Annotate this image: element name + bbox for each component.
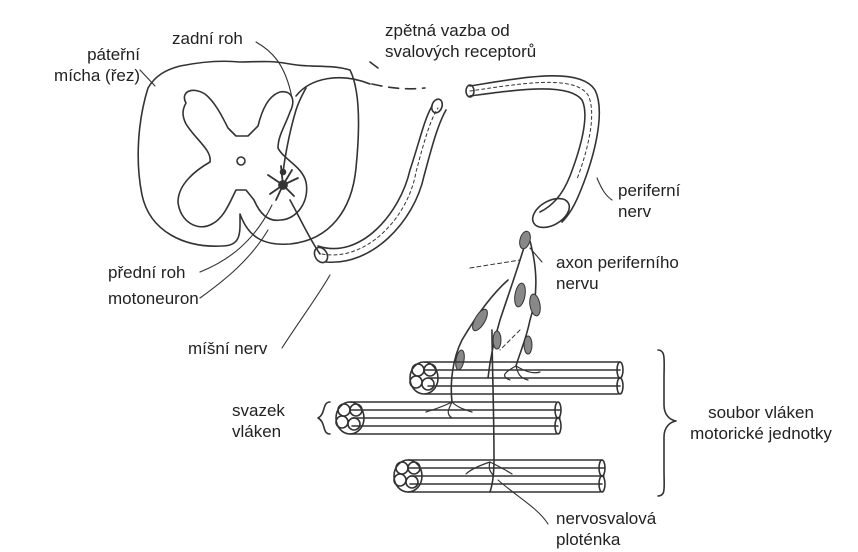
- label-spinal-nerve: míšní nerv: [188, 338, 267, 359]
- peripheral-nerve-cut: [528, 193, 575, 234]
- label-spinal-cord: páteřní mícha (řez): [30, 44, 140, 86]
- label-dorsal-horn: zadní roh: [172, 28, 243, 49]
- label-axon: axon periferního nervu: [556, 252, 679, 294]
- dorsal-process: [283, 88, 306, 172]
- label-fiber-bundle: svazek vláken: [232, 400, 285, 442]
- label-peripheral-nerve: periferní nerv: [618, 180, 680, 222]
- leader-lines: [140, 42, 612, 524]
- feedback-fiber-dashed: [372, 84, 425, 89]
- label-endplate: nervosvalová ploténka: [556, 508, 656, 550]
- label-motor-unit: soubor vláken motorické jednotky: [676, 402, 846, 444]
- feedback-fiber: [296, 78, 370, 96]
- efferent-axon: [290, 200, 320, 254]
- central-canal: [237, 157, 245, 165]
- axon-branches: [451, 234, 536, 492]
- label-motoneuron: motoneuron: [108, 288, 199, 309]
- feedback-pointer: [370, 62, 378, 68]
- fiber-bundle-brace: [318, 402, 330, 434]
- label-feedback: zpětná vazba od svalových receptorů: [385, 20, 536, 62]
- motor-unit-brace: [658, 350, 676, 496]
- muscle-bundle-bottom: [394, 460, 605, 492]
- myelin-segments: [454, 230, 542, 371]
- spinal-cord-outline: [138, 61, 358, 246]
- label-ventral-horn: přední roh: [108, 262, 186, 283]
- grey-matter: [178, 90, 307, 226]
- muscle-bundle-middle: [336, 402, 561, 434]
